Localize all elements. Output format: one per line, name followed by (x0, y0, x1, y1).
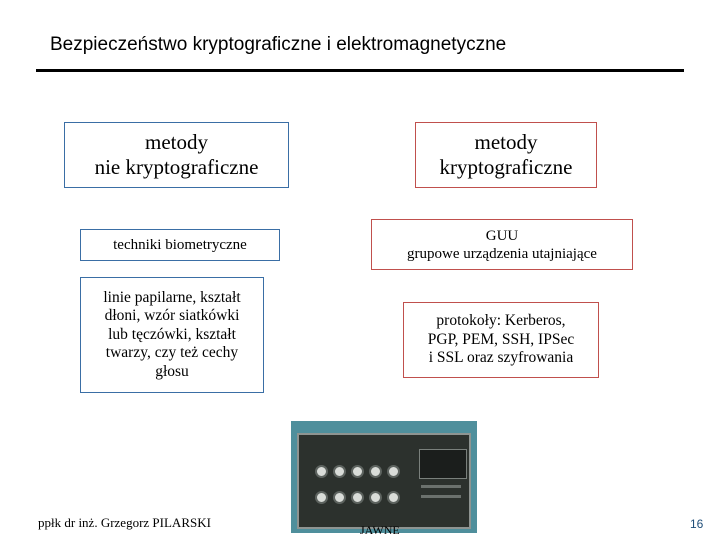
description-line: głosu (103, 363, 240, 382)
biometrics-label: techniki biometryczne (113, 236, 247, 254)
device-knob (369, 465, 382, 478)
device-knob (333, 491, 346, 504)
device-knob (315, 465, 328, 478)
protocols-line: PGP, PEM, SSH, IPSec (428, 331, 574, 350)
non-crypto-heading-line1: metody (95, 130, 259, 155)
device-knob (333, 465, 346, 478)
protocols-line: i SSL oraz szyfrowania (428, 349, 574, 368)
crypto-device-chassis (297, 433, 471, 529)
non-crypto-heading-line2: nie kryptograficzne (95, 155, 259, 180)
non-crypto-methods-box: metody nie kryptograficzne (64, 122, 289, 188)
guu-title: GUU (407, 227, 597, 245)
protocols-box: protokoły: Kerberos, PGP, PEM, SSH, IPSe… (403, 302, 599, 378)
description-line: dłoni, wzór siatkówki (103, 307, 240, 326)
guu-box: GUU grupowe urządzenia utajniające (371, 219, 633, 270)
description-line: twarzy, czy też cechy (103, 344, 240, 363)
page-number: 16 (690, 517, 703, 531)
crypto-heading-line2: kryptograficzne (440, 155, 573, 180)
device-knob (351, 465, 364, 478)
crypto-methods-box: metody kryptograficzne (415, 122, 597, 188)
protocols-line: protokoły: Kerberos, (428, 312, 574, 331)
biometrics-box: techniki biometryczne (80, 229, 280, 261)
crypto-heading-line1: metody (440, 130, 573, 155)
device-knob (369, 491, 382, 504)
description-line: lub tęczówki, kształt (103, 326, 240, 345)
device-display-panel (419, 449, 467, 479)
slide-title: Bezpieczeństwo kryptograficzne i elektro… (50, 34, 506, 56)
device-knob (387, 465, 400, 478)
device-knob (387, 491, 400, 504)
description-line: linie papilarne, kształt (103, 289, 240, 308)
title-divider (36, 69, 684, 72)
device-knob (315, 491, 328, 504)
device-switch-row (421, 485, 461, 488)
crypto-device-photo (291, 421, 477, 533)
biometrics-description-box: linie papilarne, kształt dłoni, wzór sia… (80, 277, 264, 393)
footer-author: ppłk dr inż. Grzegorz PILARSKI (38, 515, 211, 531)
device-knob (351, 491, 364, 504)
device-switch-row (421, 495, 461, 498)
guu-subtitle: grupowe urządzenia utajniające (407, 245, 597, 263)
footer-classification: JAWNE (360, 523, 400, 538)
